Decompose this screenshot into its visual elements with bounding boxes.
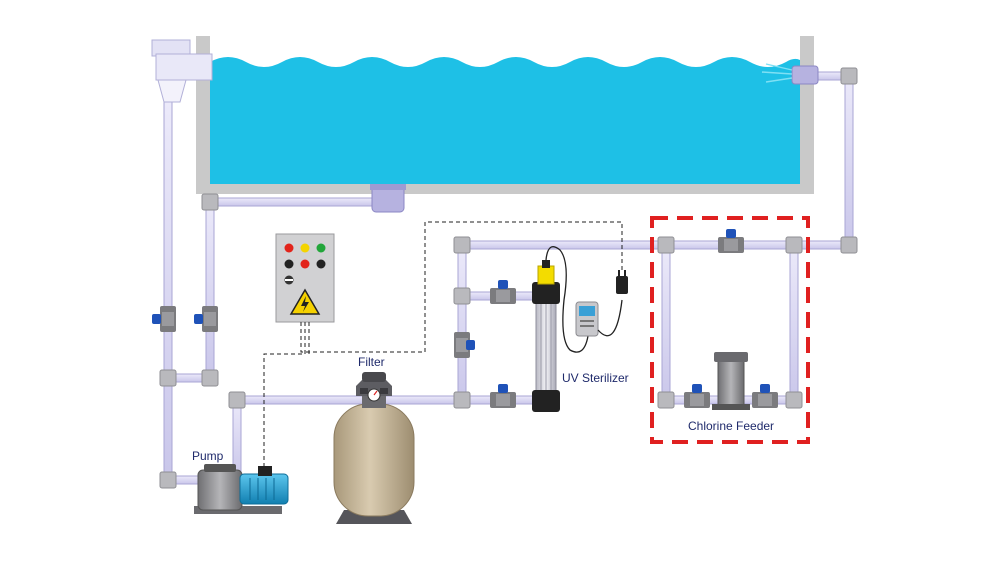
pipe-drain-down xyxy=(205,197,215,381)
fitting xyxy=(159,471,177,489)
valve-chlorine-outlet[interactable] xyxy=(752,384,778,408)
pump-terminal-box xyxy=(258,466,272,476)
uv-power-cord xyxy=(597,299,623,337)
fitting xyxy=(785,391,803,409)
control-box xyxy=(275,233,335,323)
fitting xyxy=(785,236,803,254)
pipe-filter-riser xyxy=(457,243,467,405)
skimmer xyxy=(151,39,213,103)
pipe-chlorine-left xyxy=(661,243,671,405)
highlight-box xyxy=(650,216,810,444)
motor-fins xyxy=(249,478,275,500)
pool-wall-right xyxy=(800,36,814,194)
filter-tank xyxy=(333,403,415,517)
uv-lamp-cap xyxy=(537,265,555,285)
filter-label: Filter xyxy=(358,355,385,369)
return-inlet xyxy=(761,63,819,85)
pool-floor xyxy=(196,184,814,194)
uv-chamber-stripes xyxy=(540,304,552,390)
indicator-green xyxy=(316,243,326,253)
uv-top-cap xyxy=(532,282,560,304)
uv-sterilizer-label: UV Sterilizer xyxy=(562,371,629,385)
valve-uv-bypass[interactable] xyxy=(454,332,475,358)
wire-to-pump xyxy=(263,322,306,470)
water-jet xyxy=(761,63,793,83)
fitting xyxy=(453,391,471,409)
fitting xyxy=(657,391,675,409)
return-inlet-nozzle xyxy=(791,65,819,85)
switch-button[interactable] xyxy=(284,259,294,269)
pool xyxy=(196,36,814,194)
feeder-base xyxy=(712,404,750,410)
pipe-return-up xyxy=(844,71,854,249)
wire-to-uv xyxy=(300,221,623,353)
pipe-pump-to-filter xyxy=(232,395,464,405)
uv-lamp-plug xyxy=(542,260,550,268)
fitting xyxy=(840,67,858,85)
valve-chlorine-bypass[interactable] xyxy=(718,229,744,253)
pipe-fittings xyxy=(159,67,858,489)
pool-water xyxy=(210,57,800,184)
pump-motor xyxy=(239,473,289,505)
chlorine-feeder-label: Chlorine Feeder xyxy=(688,419,774,433)
valve-uv-inlet[interactable] xyxy=(490,280,516,304)
chlorine-feeder: Chlorine Feeder xyxy=(650,216,810,444)
pump-housing xyxy=(197,469,243,511)
valve-drain-line[interactable] xyxy=(194,306,218,332)
uv-ballast-controller xyxy=(575,301,599,337)
valve-skimmer-line[interactable] xyxy=(152,306,176,332)
filter-neck xyxy=(362,396,386,408)
valve-chlorine-inlet[interactable] xyxy=(684,384,710,408)
switch-button[interactable] xyxy=(316,259,326,269)
control-wiring xyxy=(263,221,623,470)
indicator-red xyxy=(284,243,294,253)
multiport-valve[interactable] xyxy=(356,372,392,396)
valves xyxy=(152,229,778,408)
skimmer-basket xyxy=(157,79,187,103)
uv-sterilizer: UV Sterilizer xyxy=(532,246,629,412)
uv-cable xyxy=(545,246,589,353)
fitting xyxy=(201,193,219,211)
pipe-chlorine-right xyxy=(789,243,799,405)
power-plug-icon xyxy=(616,270,628,294)
fitting xyxy=(453,236,471,254)
sand-filter: Filter xyxy=(333,355,415,524)
pipe-drain-horizontal xyxy=(209,197,381,207)
fitting xyxy=(201,369,219,387)
skimmer-body xyxy=(155,53,213,81)
uv-bottom-cap xyxy=(532,390,560,412)
main-drain-grate xyxy=(370,184,406,190)
fitting xyxy=(159,369,177,387)
indicator-yellow xyxy=(300,243,310,253)
pump-label: Pump xyxy=(192,449,224,463)
pressure-gauge-icon xyxy=(367,388,381,402)
pipe-skimmer-down xyxy=(163,99,173,481)
feeder-lid xyxy=(714,352,748,362)
pump-strainer-lid xyxy=(204,464,236,472)
fitting xyxy=(657,236,675,254)
fitting xyxy=(840,236,858,254)
fitting xyxy=(453,287,471,305)
main-drain xyxy=(370,184,406,213)
fitting xyxy=(228,391,246,409)
feeder-cylinder xyxy=(717,359,745,409)
high-voltage-warning-icon xyxy=(289,288,321,315)
pump: Pump xyxy=(192,449,289,514)
switch-button[interactable] xyxy=(300,259,310,269)
valve-uv-outlet[interactable] xyxy=(490,384,516,408)
